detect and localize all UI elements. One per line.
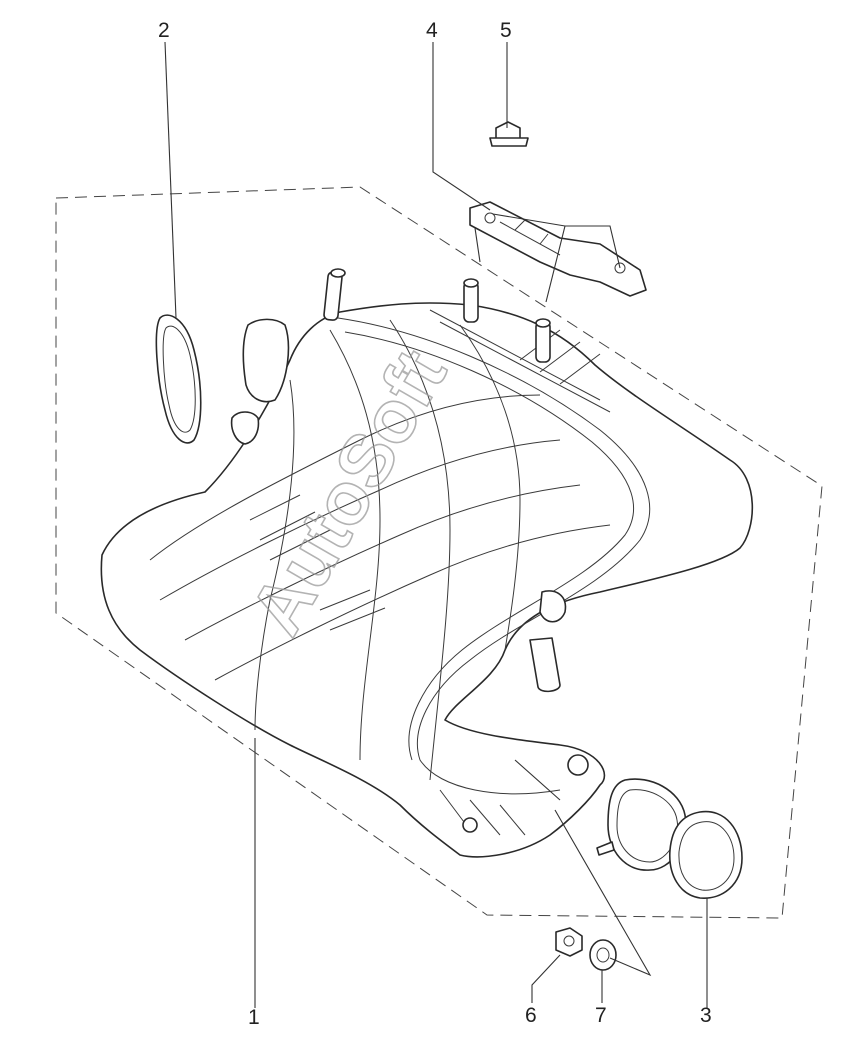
bracket[interactable] xyxy=(469,201,647,297)
leader-lines xyxy=(164,41,708,1008)
washer-7[interactable] xyxy=(589,939,617,971)
callout-5: 5 xyxy=(500,19,512,42)
callout-2: 2 xyxy=(158,19,170,42)
callout-4: 4 xyxy=(426,19,438,42)
callout-1: 1 xyxy=(248,1006,260,1029)
callout-7: 7 xyxy=(595,1004,607,1027)
intake-manifold[interactable] xyxy=(100,268,754,858)
callout-3: 3 xyxy=(700,1004,712,1027)
gasket-ring[interactable] xyxy=(155,314,202,444)
hex-nut-6[interactable] xyxy=(555,927,583,957)
flange-gaskets[interactable] xyxy=(596,778,743,899)
flange-nut-5[interactable] xyxy=(489,121,529,147)
callout-6: 6 xyxy=(525,1004,537,1027)
assembly-boundary xyxy=(55,186,823,919)
